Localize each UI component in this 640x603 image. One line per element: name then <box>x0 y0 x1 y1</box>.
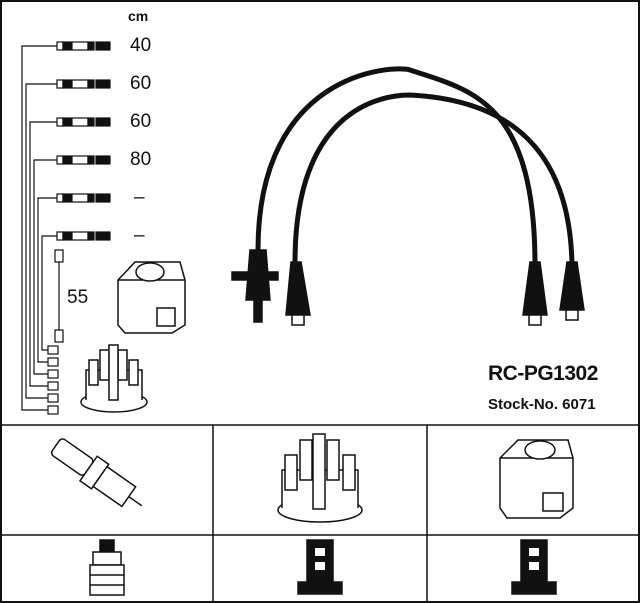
ignition-cables <box>231 66 585 326</box>
length-unit: cm <box>128 8 149 24</box>
cap-terminal <box>47 381 59 391</box>
wire-connector <box>56 231 64 241</box>
wire-connector <box>62 79 72 89</box>
cap-connector-icon <box>297 539 343 595</box>
coil-lead-length: 55 <box>67 287 89 308</box>
wire-connector <box>95 193 111 203</box>
wire-connector <box>95 155 111 165</box>
length-label: 60 <box>130 73 152 94</box>
wire-connector <box>56 193 64 203</box>
wire-connector <box>62 231 72 241</box>
wire-connector <box>87 193 95 203</box>
wire-connector <box>87 117 95 127</box>
wire-connector <box>56 41 64 51</box>
wire-connector <box>95 79 111 89</box>
cap-terminal <box>47 357 59 367</box>
length-label: 40 <box>130 35 152 56</box>
wire-connector <box>56 117 64 127</box>
wire-connector <box>71 193 89 203</box>
wire-connector <box>95 117 111 127</box>
coil-connector-icon <box>511 539 557 595</box>
cap-terminal <box>47 405 59 415</box>
wire-connector <box>62 155 72 165</box>
wire-connector <box>62 117 72 127</box>
plug-connector-icon <box>89 539 125 596</box>
wire-connector <box>71 117 89 127</box>
stock-number: Stock-No. 6071 <box>488 396 596 413</box>
wire-connector <box>71 79 89 89</box>
length-label: – <box>134 225 145 246</box>
wire-connector <box>56 155 64 165</box>
spark-plug-icon <box>50 438 143 508</box>
wire-connector <box>71 155 89 165</box>
cap-terminal <box>47 345 59 355</box>
wire-connector <box>87 41 95 51</box>
cap-terminal <box>47 369 59 379</box>
wire-connector <box>95 41 111 51</box>
wire-connector <box>71 41 89 51</box>
wire-connector <box>95 231 111 241</box>
wire-connector <box>56 79 64 89</box>
distributor-cap-icon <box>277 433 363 523</box>
wire-set-schematic <box>21 41 111 415</box>
length-label: – <box>134 187 145 208</box>
wire-connector <box>87 231 95 241</box>
wire-connector <box>71 231 89 241</box>
ignition-coil-icon <box>499 439 574 519</box>
distributor-cap-small <box>80 344 148 413</box>
model-number: RC-PG1302 <box>488 362 598 385</box>
wire-connector <box>87 79 95 89</box>
wire-connector <box>87 155 95 165</box>
wire-connector <box>62 193 72 203</box>
cap-terminal <box>47 393 59 403</box>
length-label: 60 <box>130 111 152 132</box>
coil-illustration-small <box>117 261 186 334</box>
length-label: 80 <box>130 149 152 170</box>
wire-connector <box>62 41 72 51</box>
